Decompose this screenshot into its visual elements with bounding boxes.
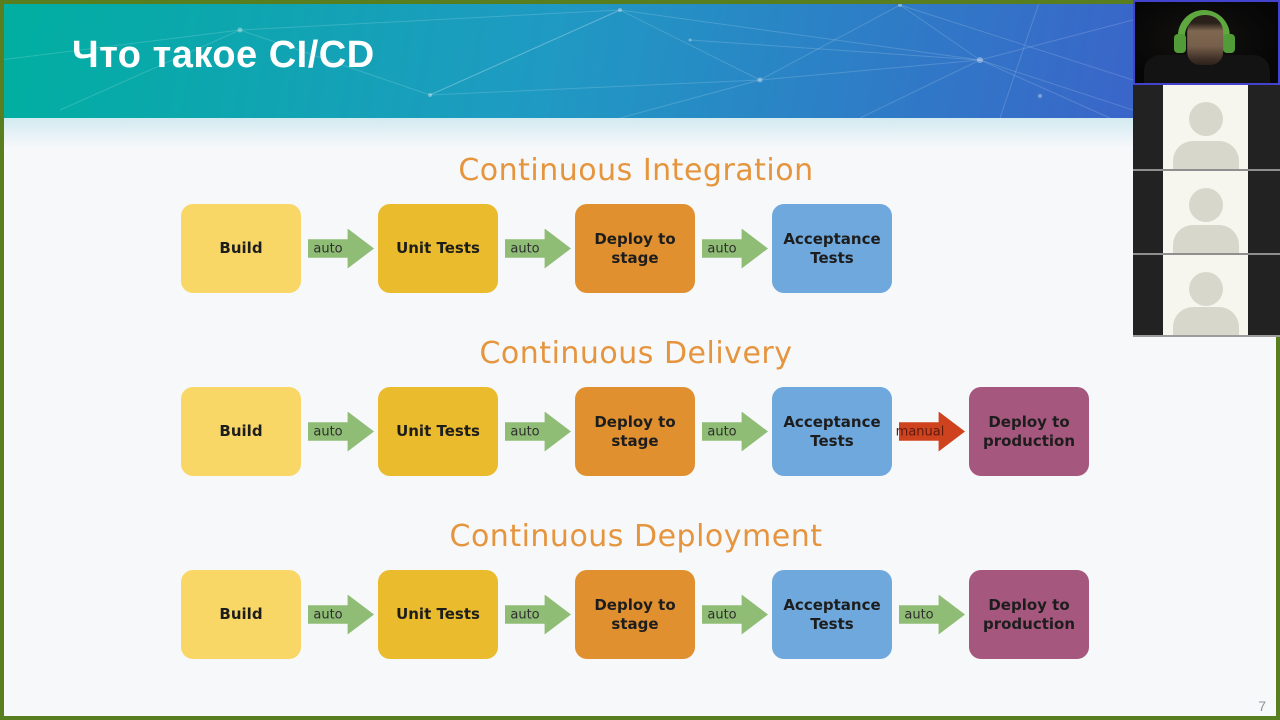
arrow-label: auto [510, 607, 540, 622]
step-box-acceptance-tests: Acceptance Tests [772, 204, 892, 293]
avatar-placeholder-card [1163, 85, 1248, 169]
step-box-unit-tests: Unit Tests [378, 204, 498, 293]
step-box-build: Build [181, 387, 301, 476]
header-fade-strip [0, 118, 1133, 148]
flow-section-title: Continuous Delivery [479, 336, 793, 371]
arrow-label: auto [510, 241, 540, 256]
step-box-unit-tests: Unit Tests [378, 570, 498, 659]
person-placeholder-icon [1188, 188, 1223, 222]
person-placeholder-icon [1188, 272, 1223, 306]
active-speaker-video-tile[interactable] [1133, 0, 1280, 85]
step-label: Unit Tests [396, 422, 480, 441]
arrow-label: auto [904, 607, 934, 622]
arrow-label: auto [707, 424, 737, 439]
step-label: Acceptance Tests [783, 595, 881, 633]
auto-arrow: auto [695, 228, 772, 270]
person-placeholder-icon [1172, 225, 1239, 253]
auto-arrow: auto [892, 594, 969, 636]
step-box-deploy-to-stage: Deploy to stage [575, 387, 695, 476]
network-pattern-decoration [0, 0, 1133, 118]
headphone-cup-icon [1222, 34, 1235, 53]
step-label: Acceptance Tests [783, 229, 881, 267]
step-label: Build [219, 422, 263, 441]
auto-arrow: auto [498, 411, 575, 453]
flow-diagram: Build auto Unit Tests auto Deploy to stage au… [181, 387, 1280, 476]
arrow-label: auto [313, 607, 343, 622]
auto-arrow: auto [301, 594, 378, 636]
step-label: Acceptance Tests [783, 412, 881, 450]
step-label: Deploy to production [982, 595, 1076, 633]
step-box-deploy-to-production: Deploy to production [969, 570, 1089, 659]
arrow-label: auto [313, 241, 343, 256]
arrow-label: auto [707, 607, 737, 622]
step-label: Unit Tests [396, 239, 480, 258]
participant-tile[interactable] [1133, 169, 1280, 253]
arrow-label: auto [510, 424, 540, 439]
step-box-deploy-to-production: Deploy to production [969, 387, 1089, 476]
step-box-build: Build [181, 570, 301, 659]
step-box-deploy-to-stage: Deploy to stage [575, 204, 695, 293]
flow-section-title: Continuous Integration [458, 153, 814, 188]
headphone-cup-icon [1173, 34, 1186, 53]
page-number: 7 [1258, 698, 1266, 714]
step-box-unit-tests: Unit Tests [378, 387, 498, 476]
manual-arrow: manual [892, 411, 969, 453]
step-box-acceptance-tests: Acceptance Tests [772, 387, 892, 476]
auto-arrow: auto [301, 228, 378, 270]
step-label: Deploy to production [982, 412, 1076, 450]
arrow-label: auto [313, 424, 343, 439]
participants-sidebar [1133, 0, 1280, 337]
step-label: Deploy to stage [594, 595, 676, 633]
step-label: Deploy to stage [594, 229, 676, 267]
participant-tile[interactable] [1133, 253, 1280, 337]
flow-diagram: Build auto Unit Tests auto Deploy to stage au… [181, 204, 1280, 293]
arrow-label: auto [707, 241, 737, 256]
step-label: Unit Tests [396, 605, 480, 624]
person-placeholder-icon [1188, 102, 1223, 136]
step-box-acceptance-tests: Acceptance Tests [772, 570, 892, 659]
person-placeholder-icon [1172, 141, 1239, 169]
auto-arrow: auto [695, 594, 772, 636]
avatar-placeholder-card [1163, 255, 1248, 335]
headphones-icon [1177, 10, 1230, 50]
step-label: Build [219, 239, 263, 258]
step-box-build: Build [181, 204, 301, 293]
auto-arrow: auto [498, 594, 575, 636]
person-placeholder-icon [1172, 307, 1239, 335]
slide-title: Что такое CI/CD [72, 34, 375, 76]
flow-diagram: Build auto Unit Tests auto Deploy to stage au… [181, 570, 1280, 659]
step-label: Deploy to stage [594, 412, 676, 450]
step-box-deploy-to-stage: Deploy to stage [575, 570, 695, 659]
step-label: Build [219, 605, 263, 624]
auto-arrow: auto [498, 228, 575, 270]
speaker-face [1186, 15, 1223, 65]
slide-header: Что такое CI/CD [0, 0, 1133, 118]
auto-arrow: auto [301, 411, 378, 453]
arrow-label: manual [895, 424, 945, 439]
participant-tile[interactable] [1133, 85, 1280, 169]
flow-section-title: Continuous Deployment [449, 519, 823, 554]
avatar-placeholder-card [1163, 171, 1248, 253]
auto-arrow: auto [695, 411, 772, 453]
